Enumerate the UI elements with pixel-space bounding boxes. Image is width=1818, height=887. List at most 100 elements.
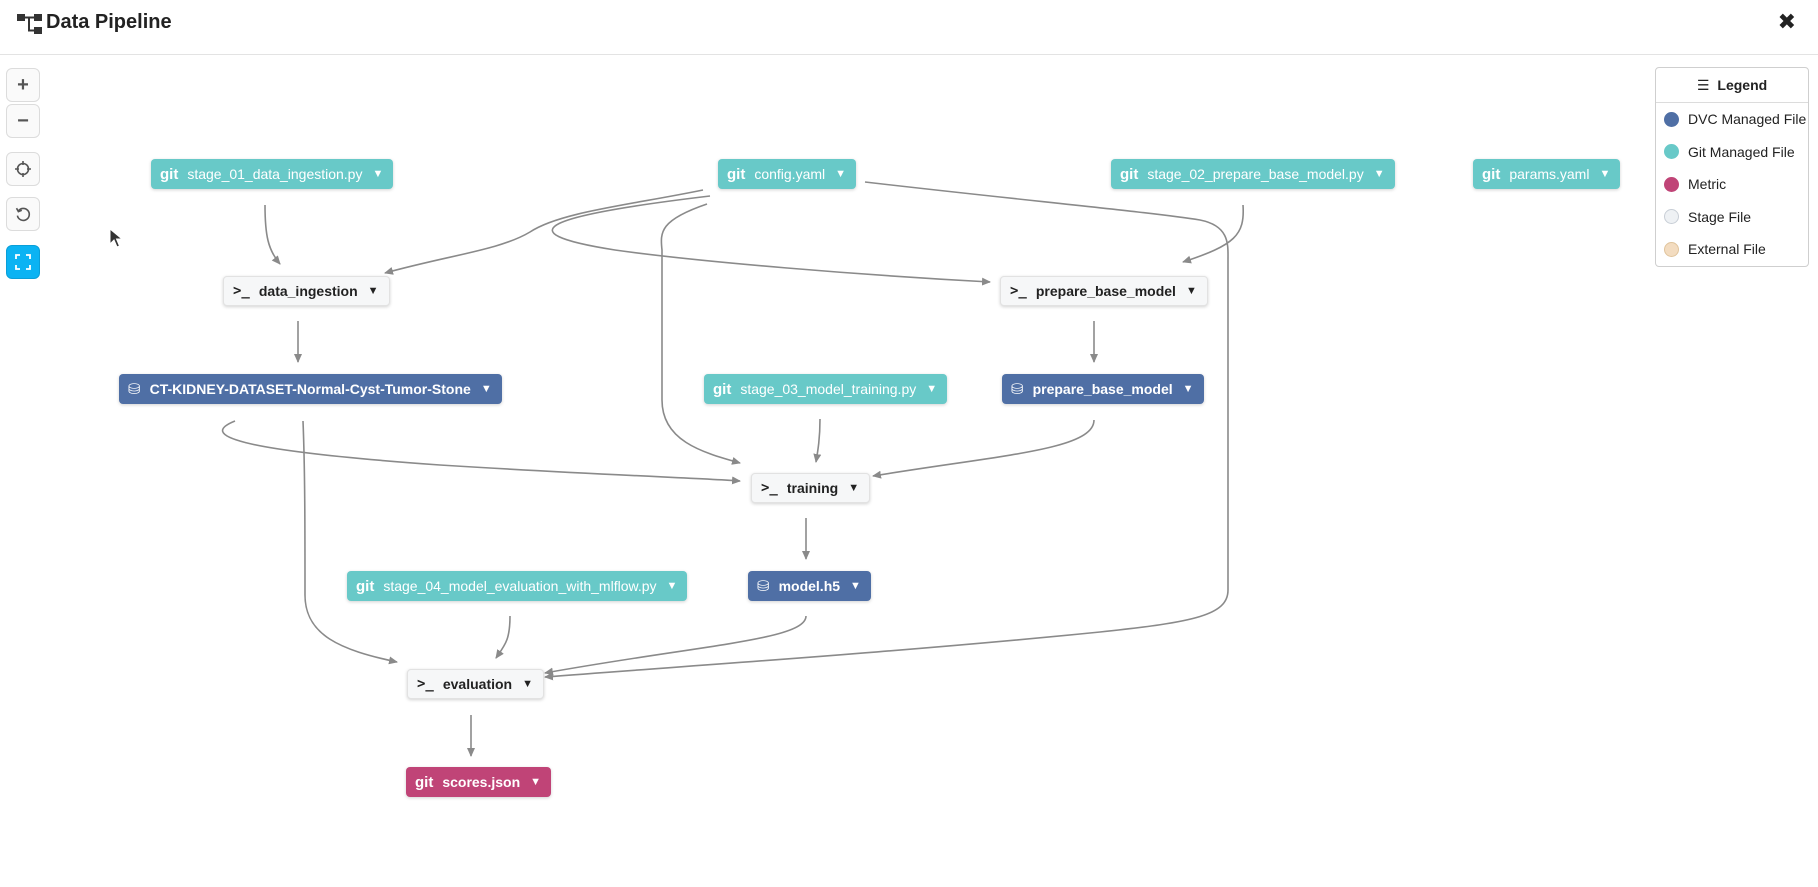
node-params-yaml[interactable]: git params.yaml ▼ (1473, 159, 1621, 189)
chevron-down-icon: ▼ (367, 285, 379, 297)
legend-item-stage: Stage File (1656, 201, 1808, 234)
git-label: git (713, 380, 732, 398)
edge (813, 418, 822, 463)
edge (302, 420, 398, 665)
zoom-in-button[interactable]: + (6, 68, 40, 102)
terminal-icon: >_ (417, 676, 434, 692)
hard-drive-icon: ⛁ (128, 381, 141, 398)
legend-label: Metric (1688, 176, 1727, 193)
hard-drive-icon: ⛁ (1011, 381, 1024, 398)
edge (221, 420, 741, 485)
page-title: Data Pipeline (46, 11, 172, 33)
git-label: git (1482, 165, 1501, 183)
legend-label: Stage File (1688, 208, 1752, 225)
dvc-color-dot (1664, 111, 1679, 127)
minus-icon: − (17, 109, 29, 132)
chevron-down-icon: ▼ (850, 580, 861, 592)
node-stage-02-prepare-base-model[interactable]: git stage_02_prepare_base_model.py ▼ (1111, 159, 1395, 189)
node-config-yaml[interactable]: git config.yaml ▼ (718, 159, 857, 189)
legend-title: Legend (1717, 77, 1768, 93)
node-label: evaluation (442, 676, 513, 692)
chevron-down-icon: ▼ (530, 776, 542, 788)
legend-panel: ☰ Legend DVC Managed File Git Managed Fi… (1655, 67, 1809, 267)
node-dvc-prepare-base-model[interactable]: ⛁ prepare_base_model ▼ (1002, 374, 1204, 404)
chevron-down-icon: ▼ (1373, 168, 1385, 180)
git-label: git (356, 577, 375, 595)
node-dvc-model-h5[interactable]: ⛁ model.h5 ▼ (748, 571, 871, 601)
node-metric-scores-json[interactable]: git scores.json ▼ (406, 767, 552, 797)
node-label: stage_03_model_training.py (740, 381, 917, 397)
header: Data Pipeline ✖ (0, 0, 1818, 55)
legend-item-git: Git Managed File (1656, 136, 1808, 169)
chevron-down-icon: ▼ (1185, 285, 1197, 297)
legend-item-dvc: DVC Managed File (1656, 103, 1808, 136)
mouse-cursor-icon (109, 228, 123, 248)
chevron-down-icon: ▼ (480, 383, 492, 395)
node-stage-03-model-training[interactable]: git stage_03_model_training.py ▼ (704, 374, 948, 404)
hard-drive-icon: ⛁ (757, 578, 770, 595)
node-stage-prepare-base-model[interactable]: >_ prepare_base_model ▼ (1000, 276, 1208, 306)
node-label: CT-KIDNEY-DATASET-Normal-Cyst-Tumor-Ston… (149, 381, 471, 397)
git-color-dot (1664, 144, 1679, 160)
chevron-down-icon: ▼ (926, 383, 938, 395)
edge (495, 615, 511, 659)
close-icon[interactable]: ✖ (1777, 9, 1796, 34)
fullscreen-button[interactable] (6, 245, 40, 279)
terminal-icon: >_ (233, 283, 250, 299)
edge (544, 615, 807, 676)
legend-label: External File (1688, 241, 1766, 258)
edge (660, 203, 741, 465)
center-button[interactable] (6, 152, 40, 186)
legend-header: ☰ Legend (1656, 68, 1808, 103)
legend-label: Git Managed File (1688, 143, 1795, 160)
reset-button[interactable] (6, 197, 40, 231)
legend-item-external: External File (1656, 233, 1808, 266)
node-stage-training[interactable]: >_ training ▼ (751, 473, 871, 503)
node-label: prepare_base_model (1035, 283, 1176, 299)
crosshair-icon (15, 161, 31, 177)
metric-color-dot (1664, 176, 1679, 192)
node-label: stage_02_prepare_base_model.py (1147, 166, 1364, 182)
chevron-down-icon: ▼ (372, 168, 384, 180)
edge (872, 419, 1095, 479)
git-label: git (727, 165, 746, 183)
legend-icon: ☰ (1696, 76, 1710, 93)
edge (264, 204, 281, 265)
edge (1182, 204, 1245, 264)
fullscreen-icon (15, 254, 31, 270)
node-label: stage_04_model_evaluation_with_mlflow.py (383, 578, 657, 594)
chevron-down-icon: ▼ (848, 482, 860, 494)
node-label: prepare_base_model (1032, 381, 1173, 397)
plus-icon: + (17, 73, 29, 96)
node-label: scores.json (442, 774, 521, 790)
chevron-down-icon: ▼ (522, 678, 533, 690)
node-label: params.yaml (1509, 166, 1590, 182)
pipeline-icon (17, 14, 42, 34)
edge (551, 195, 991, 286)
stage-color-dot (1664, 209, 1679, 225)
external-color-dot (1664, 241, 1679, 257)
chevron-down-icon: ▼ (1182, 383, 1194, 395)
terminal-icon: >_ (761, 480, 778, 496)
node-label: model.h5 (778, 578, 841, 594)
node-label: config.yaml (754, 166, 826, 182)
chevron-down-icon: ▼ (666, 580, 678, 592)
chevron-down-icon: ▼ (1599, 168, 1611, 180)
legend-item-metric: Metric (1656, 168, 1808, 201)
git-label: git (1120, 165, 1139, 183)
terminal-icon: >_ (1010, 283, 1027, 299)
edge (544, 181, 1229, 681)
node-label: data_ingestion (258, 283, 358, 299)
node-stage-data-ingestion[interactable]: >_ data_ingestion ▼ (223, 276, 390, 306)
node-dvc-dataset[interactable]: ⛁ CT-KIDNEY-DATASET-Normal-Cyst-Tumor-St… (119, 374, 502, 404)
zoom-out-button[interactable]: − (6, 104, 40, 138)
node-stage-evaluation[interactable]: >_ evaluation ▼ (407, 669, 544, 699)
legend-label: DVC Managed File (1688, 111, 1807, 128)
git-label: git (415, 773, 434, 791)
node-stage-01-data-ingestion[interactable]: git stage_01_data_ingestion.py ▼ (151, 159, 394, 189)
node-label: training (786, 480, 839, 496)
node-stage-04-model-evaluation[interactable]: git stage_04_model_evaluation_with_mlflo… (347, 571, 688, 601)
chevron-down-icon: ▼ (835, 168, 847, 180)
rotate-icon (15, 207, 31, 222)
